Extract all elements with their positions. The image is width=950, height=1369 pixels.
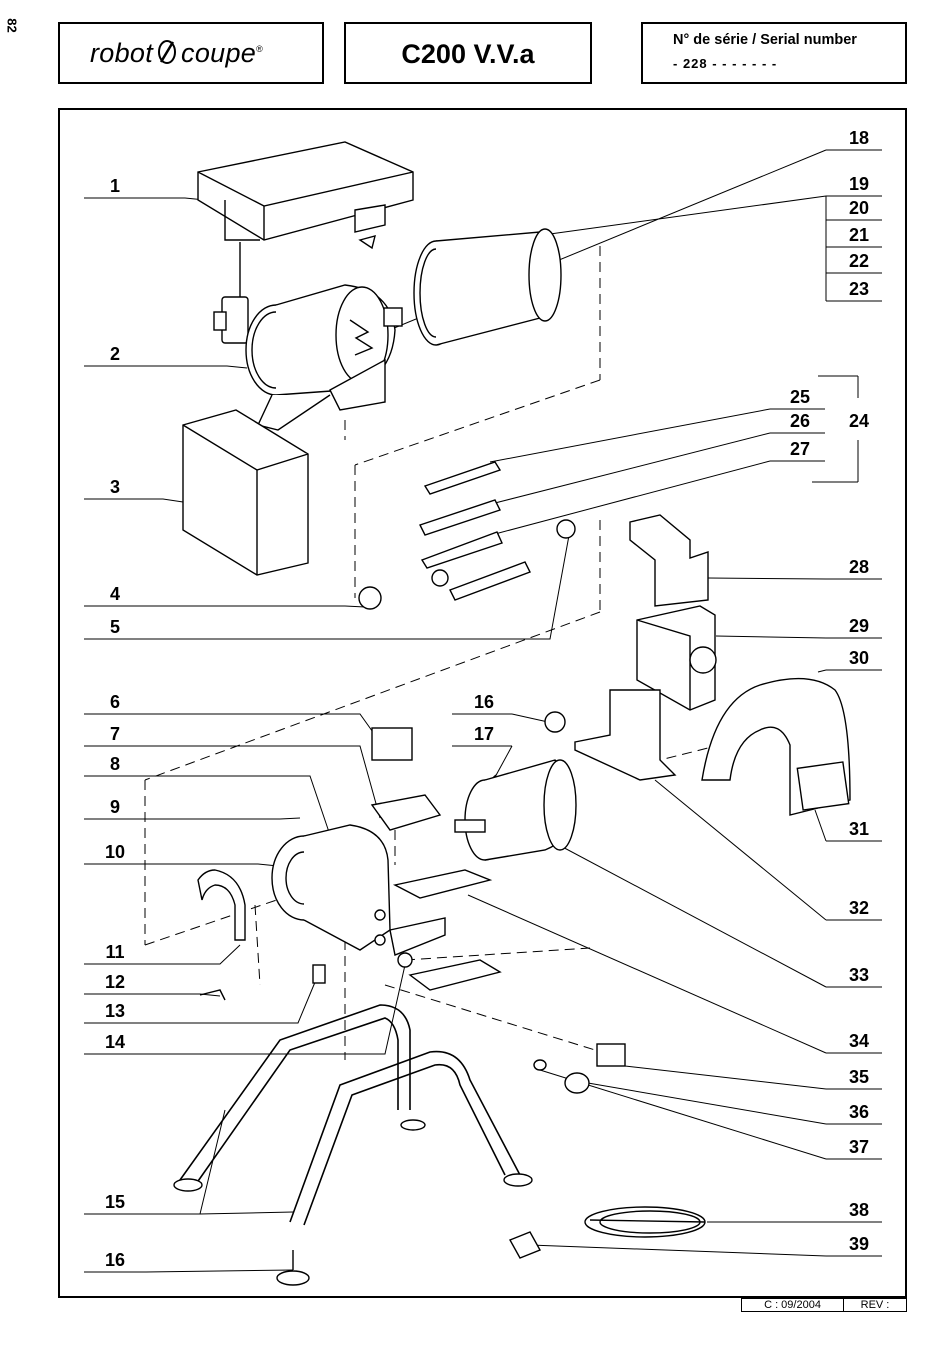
- power-cord: [585, 1207, 705, 1237]
- footer-rev: REV :: [843, 1298, 907, 1312]
- part-label-15: 15: [105, 1192, 125, 1212]
- part-label-2: 2: [110, 344, 120, 364]
- part-label-38: 38: [849, 1200, 869, 1220]
- collection-container: [183, 410, 308, 575]
- cover-plates: [630, 515, 716, 710]
- ring-gasket: [198, 870, 245, 940]
- part-label-7: 7: [110, 724, 120, 744]
- part-label-3: 3: [110, 477, 120, 497]
- stand-frame: [180, 1005, 520, 1225]
- part-label-34: 34: [849, 1031, 869, 1051]
- part-label-10: 10: [105, 842, 125, 862]
- part-label-32: 32: [849, 898, 869, 918]
- part-label-13: 13: [105, 1001, 125, 1021]
- part-label-37: 37: [849, 1137, 869, 1157]
- feeder-head: [214, 285, 402, 430]
- drum: [414, 229, 561, 345]
- part-label-31: 31: [849, 819, 869, 839]
- blades: [359, 462, 575, 609]
- transformer: [372, 728, 412, 760]
- part-label-16-inner: 16: [474, 692, 494, 712]
- part-label-5: 5: [110, 617, 120, 637]
- part-label-6: 6: [110, 692, 120, 712]
- motor-bracket: [575, 690, 675, 780]
- part-label-21: 21: [849, 225, 869, 245]
- plug: [510, 1232, 540, 1258]
- part-label-28: 28: [849, 557, 869, 577]
- part-label-20: 20: [849, 198, 869, 218]
- coupling: [313, 965, 325, 983]
- part-label-39: 39: [849, 1234, 869, 1254]
- part-label-27: 27: [790, 439, 810, 459]
- part-label-14: 14: [105, 1032, 125, 1052]
- part-label-4: 4: [110, 584, 120, 604]
- part-label-36: 36: [849, 1102, 869, 1122]
- knob: [565, 1073, 589, 1093]
- part-label-29: 29: [849, 616, 869, 636]
- part-label-33: 33: [849, 965, 869, 985]
- part-label-1: 1: [110, 176, 120, 196]
- hopper-tray: [198, 142, 413, 248]
- part-label-9: 9: [110, 797, 120, 817]
- part-label-30: 30: [849, 648, 869, 668]
- part-label-23: 23: [849, 279, 869, 299]
- part-label-24: 24: [849, 411, 869, 431]
- part-label-8: 8: [110, 754, 120, 774]
- part-label-18: 18: [849, 128, 869, 148]
- part-label-25: 25: [790, 387, 810, 407]
- part-label-19: 19: [849, 174, 869, 194]
- part-label-35: 35: [849, 1067, 869, 1087]
- motor-guard: [702, 679, 850, 815]
- capacitor: [545, 712, 565, 732]
- part-label-11: 11: [105, 942, 124, 962]
- part-label-16: 16: [105, 1250, 125, 1270]
- switch: [597, 1044, 625, 1066]
- motor: [455, 760, 576, 860]
- footer-date: C : 09/2004: [741, 1298, 844, 1312]
- part-label-22: 22: [849, 251, 869, 271]
- part-label-26: 26: [790, 411, 810, 431]
- part-label-12: 12: [105, 972, 125, 992]
- small-connector: [534, 1060, 546, 1070]
- part-label-17: 17: [474, 724, 494, 744]
